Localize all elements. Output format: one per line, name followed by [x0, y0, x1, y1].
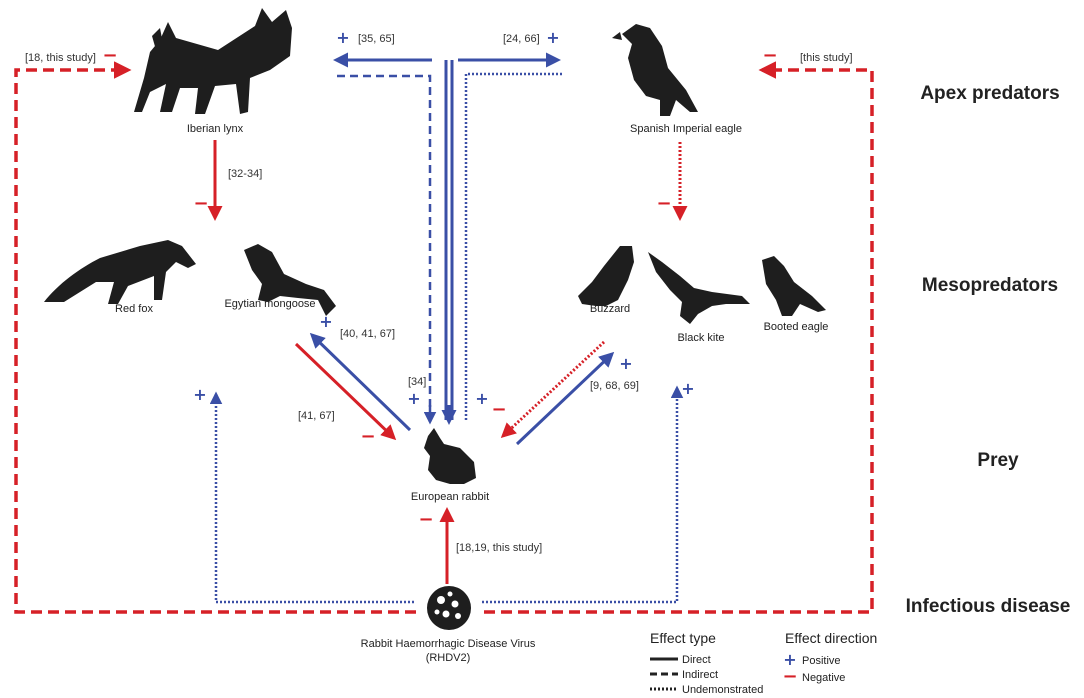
fox-silhouette [44, 240, 196, 304]
rabbit-silhouette [424, 428, 476, 484]
legend-undemonstrated-label: Undemonstrated [682, 684, 763, 696]
label-eagle: Spanish Imperial eagle [630, 123, 742, 135]
label-virus-abbrev: (RHDV2) [426, 652, 471, 664]
sign-meso-rabbit: − [360, 426, 375, 447]
rabbit-to-buzzard-arrow [517, 354, 612, 444]
level-apex-predators: Apex predators [920, 83, 1059, 104]
label-fox: Red fox [115, 303, 153, 315]
label-booted-eagle: Booted eagle [764, 321, 829, 333]
lynx-silhouette [134, 8, 292, 114]
label-kite: Black kite [677, 332, 724, 344]
buzzard-silhouette [578, 246, 634, 306]
ref-virus-rabbit: [18,19, this study] [456, 542, 542, 554]
kite-silhouette [648, 252, 750, 324]
label-virus-name: Rabbit Haemorrhagic Disease Virus [361, 638, 536, 650]
ref-eagle-in: [this study] [800, 52, 853, 64]
level-mesopredators: Mesopredators [922, 275, 1058, 296]
sign-buzzard: + [619, 354, 632, 373]
legend-negative-label: Negative [802, 672, 845, 684]
sign-eagle-in: − [762, 45, 777, 66]
legend-effect-type-title: Effect type [650, 630, 716, 646]
label-mongoose: Egytian mongoose [224, 298, 315, 310]
virus-icon [427, 586, 471, 630]
sign-t-left: + [336, 28, 349, 47]
legend: Effect type Direct Indirect Undemonstrat… [650, 630, 877, 696]
sign-virus-meso-left: + [193, 385, 206, 404]
ref-buzzard-rabbit: [9, 68, 69] [590, 380, 639, 392]
ref-meso-rabbit: [41, 67] [298, 410, 335, 422]
sign-t-right: + [546, 28, 559, 47]
ref-lynx-in: [18, this study] [25, 52, 96, 64]
eagle-silhouette [612, 24, 698, 116]
meso-to-rabbit-arrow [296, 344, 394, 438]
legend-direct-label: Direct [682, 654, 711, 666]
t-arrow-left-dashed [336, 76, 430, 420]
ref-t-left: [35, 65] [358, 33, 395, 45]
booted-eagle-silhouette [762, 256, 826, 316]
sign-eagle-meso: − [656, 193, 671, 214]
ref-lynx-meso: [32-34] [228, 168, 262, 180]
level-prey: Prey [977, 450, 1019, 471]
raptors-to-rabbit-arrow [503, 342, 604, 436]
sign-t-rabbit-left: + [407, 389, 420, 408]
sign-virus-meso-right: + [681, 379, 694, 398]
sign-lynx-meso: − [193, 193, 208, 214]
label-buzzard: Buzzard [590, 303, 630, 315]
t-arrow-right-dotted [466, 74, 562, 420]
sign-virus-rabbit: − [418, 509, 433, 530]
legend-negative-swatch: − [782, 666, 797, 687]
sign-lynx-in: − [102, 45, 117, 66]
legend-positive-label: Positive [802, 655, 841, 667]
legend-effect-direction-title: Effect direction [785, 630, 877, 646]
sign-raptors-rabbit: − [491, 399, 506, 420]
ref-t-right: [24, 66] [503, 33, 540, 45]
legend-indirect-label: Indirect [682, 669, 718, 681]
label-lynx: Iberian lynx [187, 123, 244, 135]
ref-t-rabbit: [34] [408, 376, 426, 388]
ref-mongoose-rabbit: [40, 41, 67] [340, 328, 395, 340]
sign-t-rabbit-right: + [475, 389, 488, 408]
label-rabbit: European rabbit [411, 491, 489, 503]
level-infectious-disease: Infectious disease [906, 596, 1071, 617]
virus-to-meso-left [216, 394, 414, 602]
virus-to-meso-right [482, 388, 677, 602]
